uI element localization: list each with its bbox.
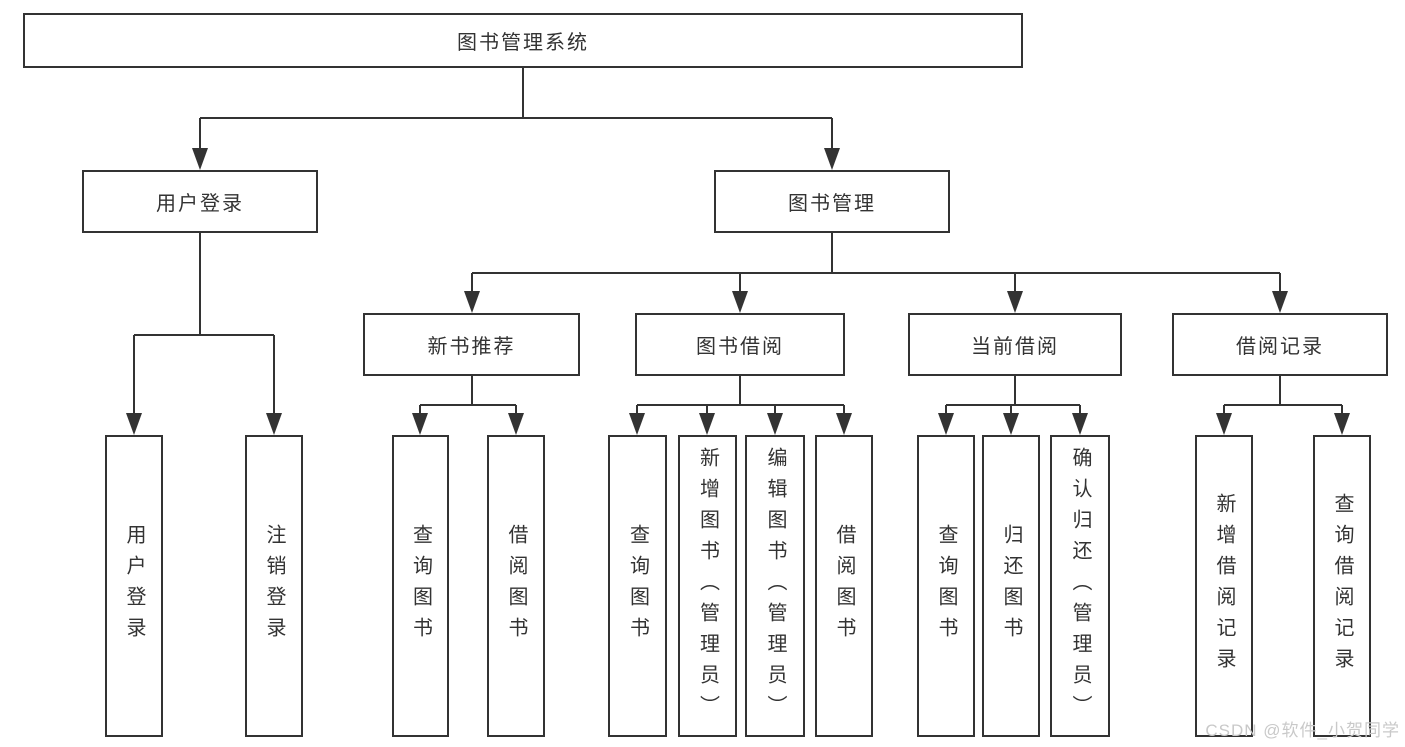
leaf-borrow-book-1-label: 借阅图书 xyxy=(505,524,527,648)
node-current-borrow: 当前借阅 xyxy=(908,313,1122,376)
leaf-add-borrow-record-label: 新增借阅记录 xyxy=(1213,493,1235,679)
leaf-confirm-return: 确认归还（管理员） xyxy=(1050,435,1110,737)
leaf-query-book-2: 查询图书 xyxy=(608,435,667,737)
leaf-logout: 注销登录 xyxy=(245,435,303,737)
leaf-query-book-1: 查询图书 xyxy=(392,435,449,737)
leaf-query-book-2-label: 查询图书 xyxy=(626,524,649,648)
node-borrow-records: 借阅记录 xyxy=(1172,313,1388,376)
csdn-watermark: CSDN @软件_小贺同学 xyxy=(1205,721,1400,740)
leaf-query-book-3-label: 查询图书 xyxy=(935,524,957,648)
node-new-book-recommend: 新书推荐 xyxy=(363,313,580,376)
node-book-borrow: 图书借阅 xyxy=(635,313,845,376)
leaf-add-book-label: 新增图书（管理员） xyxy=(696,446,719,726)
leaf-user-login-label: 用户登录 xyxy=(123,524,145,648)
leaf-return-book-label: 归还图书 xyxy=(1000,524,1022,648)
node-root: 图书管理系统 xyxy=(23,13,1023,68)
leaf-return-book: 归还图书 xyxy=(982,435,1040,737)
leaf-logout-label: 注销登录 xyxy=(263,524,285,648)
leaf-add-borrow-record: 新增借阅记录 xyxy=(1195,435,1253,737)
leaf-query-borrow-record: 查询借阅记录 xyxy=(1313,435,1371,737)
leaf-confirm-return-label: 确认归还（管理员） xyxy=(1069,446,1091,726)
leaf-user-login: 用户登录 xyxy=(105,435,163,737)
leaf-borrow-book-2-label: 借阅图书 xyxy=(833,524,855,648)
leaf-borrow-book-1: 借阅图书 xyxy=(487,435,545,737)
leaf-query-borrow-record-label: 查询借阅记录 xyxy=(1331,493,1353,679)
leaf-borrow-book-2: 借阅图书 xyxy=(815,435,873,737)
leaf-edit-book-label: 编辑图书（管理员） xyxy=(764,446,786,726)
leaf-edit-book: 编辑图书（管理员） xyxy=(745,435,805,737)
leaf-query-book-3: 查询图书 xyxy=(917,435,975,737)
leaf-add-book: 新增图书（管理员） xyxy=(678,435,737,737)
node-book-management: 图书管理 xyxy=(714,170,950,233)
node-user-login: 用户登录 xyxy=(82,170,318,233)
leaf-query-book-1-label: 查询图书 xyxy=(409,524,432,648)
